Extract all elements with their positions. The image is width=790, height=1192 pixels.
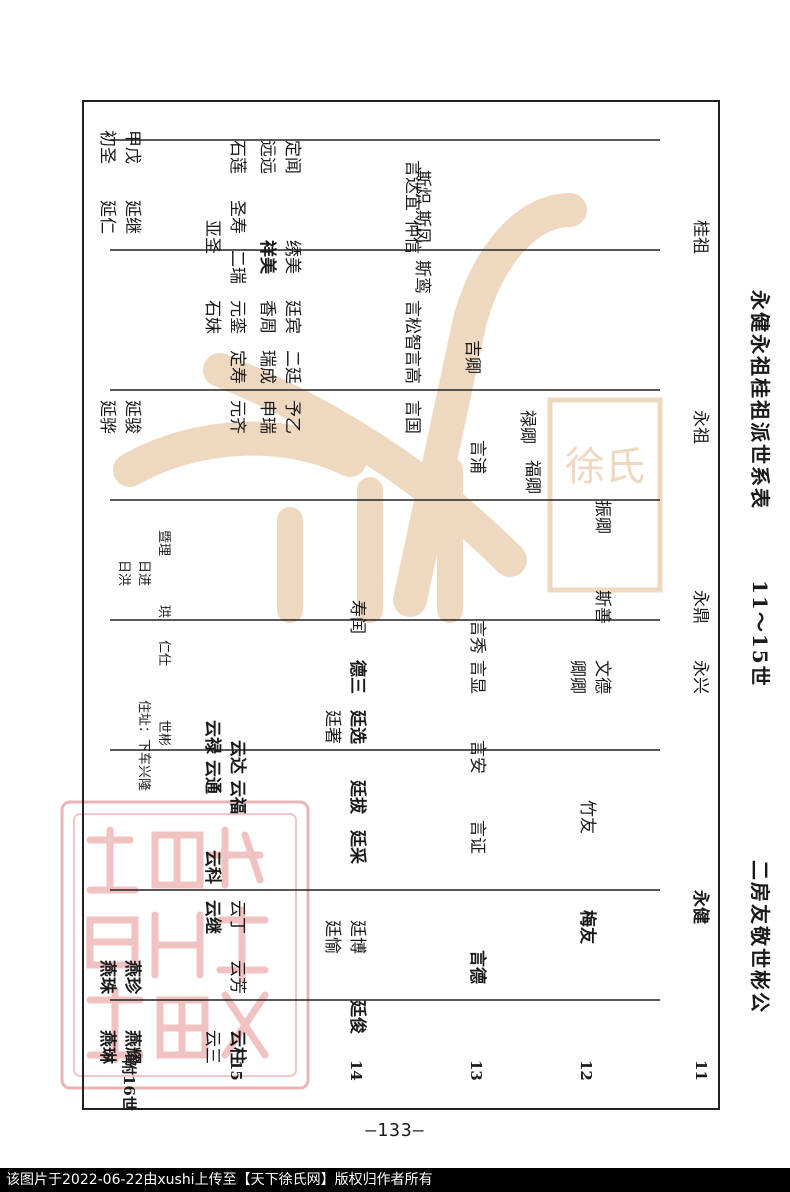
note-gong: 珙 bbox=[156, 605, 171, 619]
lineage-lines bbox=[110, 139, 660, 1001]
person-yanzhen: 燕珍 bbox=[122, 960, 142, 994]
person-ruicheng: 瑞成 bbox=[257, 350, 277, 384]
person-yongjian: 永健 bbox=[690, 890, 710, 924]
person-dingshou: 定寿 bbox=[227, 350, 247, 384]
person-yunzhu: 云柱 bbox=[227, 1030, 247, 1064]
person-jiawu: 甲戊 bbox=[122, 130, 142, 164]
person-yanzheng: 言证 bbox=[467, 820, 487, 854]
person-yanxian: 言显 bbox=[467, 660, 487, 694]
person-yanyao: 燕耀 bbox=[122, 1030, 142, 1064]
person-tingzhu: 廷著 bbox=[322, 710, 342, 744]
note-renshi: 仁仕 bbox=[156, 640, 171, 667]
note-jili: 暨理 bbox=[156, 530, 171, 557]
person-zhongxin: 仲信 bbox=[402, 220, 422, 254]
person-yanji: 延继 bbox=[122, 200, 142, 234]
upload-notice: 该图片于2022-06-22由xushi上传至【天下徐氏网】版权归作者所有 bbox=[0, 1168, 790, 1192]
person-yanhua: 延骅 bbox=[97, 400, 117, 434]
page-number: —133— bbox=[365, 1120, 425, 1141]
person-tingba: 廷拔 bbox=[347, 780, 367, 814]
person-yuanluan: 元銮 bbox=[227, 300, 247, 334]
person-yuntong: 云通 bbox=[202, 760, 222, 794]
person-siluan: 斯鸾 bbox=[412, 260, 432, 294]
person-tingbo: 廷博 bbox=[347, 920, 367, 954]
person-chusheng: 初圣 bbox=[97, 130, 117, 164]
person-jiqing: 吉卿 bbox=[462, 340, 482, 374]
person-yanguo: 言国 bbox=[402, 400, 422, 434]
person-shengshou: 圣寿 bbox=[227, 200, 247, 234]
person-shenrui: 申瑞 bbox=[257, 400, 277, 434]
person-shourun: 寿闰 bbox=[347, 600, 367, 634]
lineage-chart: 二房友敬世彬公 11～15世 永健永祖桂祖派世系表 11 12 13 14 15… bbox=[80, 100, 772, 1111]
person-yanpu: 言浦 bbox=[467, 440, 487, 474]
person-yunke: 云科 bbox=[202, 850, 222, 884]
person-yuanqi: 元齐 bbox=[227, 400, 247, 434]
person-erting: 二廷 bbox=[282, 350, 302, 384]
person-zhuyou: 竹友 bbox=[577, 800, 597, 834]
person-yandayi: 言达宜 bbox=[402, 160, 422, 211]
person-shilian: 石莲 bbox=[227, 140, 247, 174]
title-middle: 11～15世 bbox=[748, 580, 772, 688]
person-yansongzhi: 言松智 bbox=[402, 300, 422, 351]
person-wende: 文德 bbox=[592, 660, 612, 694]
person-xiangzhou: 香周 bbox=[257, 300, 277, 334]
person-yunda: 云达 bbox=[227, 740, 247, 774]
title-left: 二房友敬世彬公 bbox=[748, 860, 772, 1014]
person-tingyu: 廷愉 bbox=[322, 920, 342, 954]
person-yanjun: 延骏 bbox=[122, 400, 142, 434]
note-shibin: 世彬 bbox=[156, 720, 171, 747]
person-yunsan: 云三 bbox=[202, 1030, 222, 1064]
person-yunfu: 云福 bbox=[227, 780, 247, 814]
person-qingqing: 卿卿 bbox=[567, 660, 587, 694]
person-yunlu: 云禄 bbox=[202, 720, 222, 754]
person-luqing: 禄卿 bbox=[517, 410, 537, 444]
person-tingbin: 廷宾 bbox=[282, 300, 302, 334]
person-fuqing: 福卿 bbox=[522, 460, 542, 494]
person-yanzhu: 燕珠 bbox=[97, 960, 117, 994]
person-yunfang: 云芳 bbox=[227, 960, 247, 994]
person-yangao: 言高 bbox=[402, 350, 422, 384]
person-dingwen: 定闻 bbox=[282, 140, 302, 174]
person-yasheng: 亚圣 bbox=[202, 220, 222, 254]
person-yongxing: 永兴 bbox=[690, 660, 710, 694]
person-guizu: 桂祖 bbox=[690, 220, 710, 254]
person-yanxiu: 言秀 bbox=[467, 620, 487, 654]
note-rihong: 日洪 bbox=[116, 560, 131, 587]
person-xiumei: 绣美 bbox=[282, 240, 302, 274]
person-yunji: 云继 bbox=[202, 900, 222, 934]
person-yuyi: 予乙 bbox=[282, 400, 302, 434]
note-address: 住址：下车兴隆 bbox=[136, 700, 151, 792]
person-meiyou: 梅友 bbox=[577, 910, 597, 944]
person-yuanyuan: 远远 bbox=[257, 140, 277, 174]
person-xiangmei: 祥美 bbox=[257, 240, 277, 274]
person-yanren: 延仁 bbox=[97, 200, 117, 234]
person-sishan: 斯善 bbox=[592, 590, 612, 624]
person-desan: 德三 bbox=[347, 660, 367, 694]
person-errui: 二瑞 bbox=[227, 250, 247, 284]
person-zhenqing: 振卿 bbox=[592, 500, 612, 534]
person-yanan: 言安 bbox=[467, 740, 487, 774]
person-shimei: 石妹 bbox=[202, 300, 222, 334]
person-yanlin: 燕琳 bbox=[97, 1030, 117, 1064]
person-tingjun: 廷俊 bbox=[347, 1000, 367, 1034]
person-yande: 言德 bbox=[467, 950, 487, 984]
person-yongzu: 永祖 bbox=[690, 410, 710, 444]
person-tingxuan: 廷选 bbox=[347, 710, 367, 744]
title-right: 永健永祖桂祖派世系表 bbox=[748, 290, 772, 510]
person-tingcai: 廷采 bbox=[347, 830, 367, 864]
person-yongding: 永鼎 bbox=[690, 590, 710, 624]
note-rijin: 日进 bbox=[136, 560, 151, 587]
person-yunding: 云丁 bbox=[227, 900, 247, 934]
